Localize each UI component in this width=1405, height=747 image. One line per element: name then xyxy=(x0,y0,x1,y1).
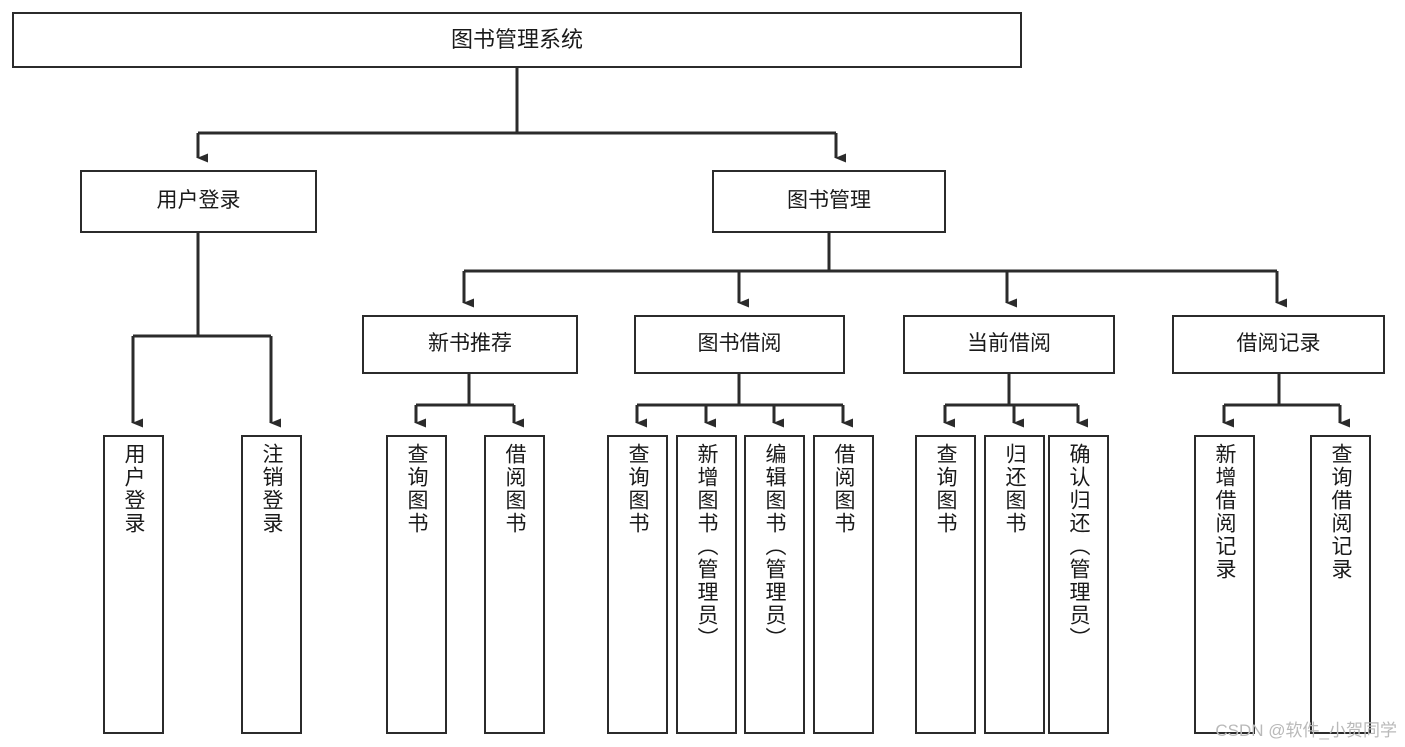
node-book-manage-label: 图书管理 xyxy=(787,189,871,213)
node-current-borrow[interactable]: 当前借阅 xyxy=(903,315,1115,374)
node-leaf-query-book-3[interactable]: 查询图书 xyxy=(915,435,976,734)
node-leaf-query-book-2-label: 查询图书 xyxy=(626,443,649,535)
node-leaf-user-login[interactable]: 用户登录 xyxy=(103,435,164,734)
node-borrow-record-label: 借阅记录 xyxy=(1236,332,1321,356)
node-new-book-recommend-label: 新书推荐 xyxy=(428,332,512,356)
node-leaf-logout-login-label: 注销登录 xyxy=(260,443,283,535)
node-leaf-query-record[interactable]: 查询借阅记录 xyxy=(1310,435,1371,734)
node-leaf-add-book-label: 新增图书（管理员） xyxy=(695,443,718,650)
node-leaf-return-book[interactable]: 归还图书 xyxy=(984,435,1045,734)
node-leaf-add-book[interactable]: 新增图书（管理员） xyxy=(676,435,737,734)
node-leaf-user-login-label: 用户登录 xyxy=(122,443,145,535)
node-leaf-query-book-1-label: 查询图书 xyxy=(405,443,428,535)
node-leaf-confirm-return-label: 确认归还（管理员） xyxy=(1067,443,1090,650)
node-book-manage[interactable]: 图书管理 xyxy=(712,170,946,233)
node-leaf-borrow-book-1-label: 借阅图书 xyxy=(503,443,526,535)
node-leaf-confirm-return[interactable]: 确认归还（管理员） xyxy=(1048,435,1109,734)
node-leaf-query-book-2[interactable]: 查询图书 xyxy=(607,435,668,734)
node-leaf-query-book-1[interactable]: 查询图书 xyxy=(386,435,447,734)
node-leaf-borrow-book-1[interactable]: 借阅图书 xyxy=(484,435,545,734)
node-leaf-borrow-book-2-label: 借阅图书 xyxy=(832,443,855,535)
node-user-login-label: 用户登录 xyxy=(156,189,241,213)
node-borrow-record[interactable]: 借阅记录 xyxy=(1172,315,1385,374)
node-leaf-borrow-book-2[interactable]: 借阅图书 xyxy=(813,435,874,734)
node-book-borrow-label: 图书借阅 xyxy=(697,332,782,356)
node-current-borrow-label: 当前借阅 xyxy=(967,332,1051,356)
node-leaf-query-record-label: 查询借阅记录 xyxy=(1329,443,1352,581)
node-user-login[interactable]: 用户登录 xyxy=(80,170,317,233)
node-book-borrow[interactable]: 图书借阅 xyxy=(634,315,845,374)
node-leaf-add-record[interactable]: 新增借阅记录 xyxy=(1194,435,1255,734)
node-new-book-recommend[interactable]: 新书推荐 xyxy=(362,315,578,374)
node-leaf-return-book-label: 归还图书 xyxy=(1003,443,1026,535)
node-leaf-edit-book-label: 编辑图书（管理员） xyxy=(763,443,786,650)
node-leaf-logout-login[interactable]: 注销登录 xyxy=(241,435,302,734)
node-leaf-edit-book[interactable]: 编辑图书（管理员） xyxy=(744,435,805,734)
node-leaf-add-record-label: 新增借阅记录 xyxy=(1213,443,1236,581)
node-root-label: 图书管理系统 xyxy=(450,27,583,53)
node-root[interactable]: 图书管理系统 xyxy=(12,12,1022,68)
node-leaf-query-book-3-label: 查询图书 xyxy=(934,443,957,535)
